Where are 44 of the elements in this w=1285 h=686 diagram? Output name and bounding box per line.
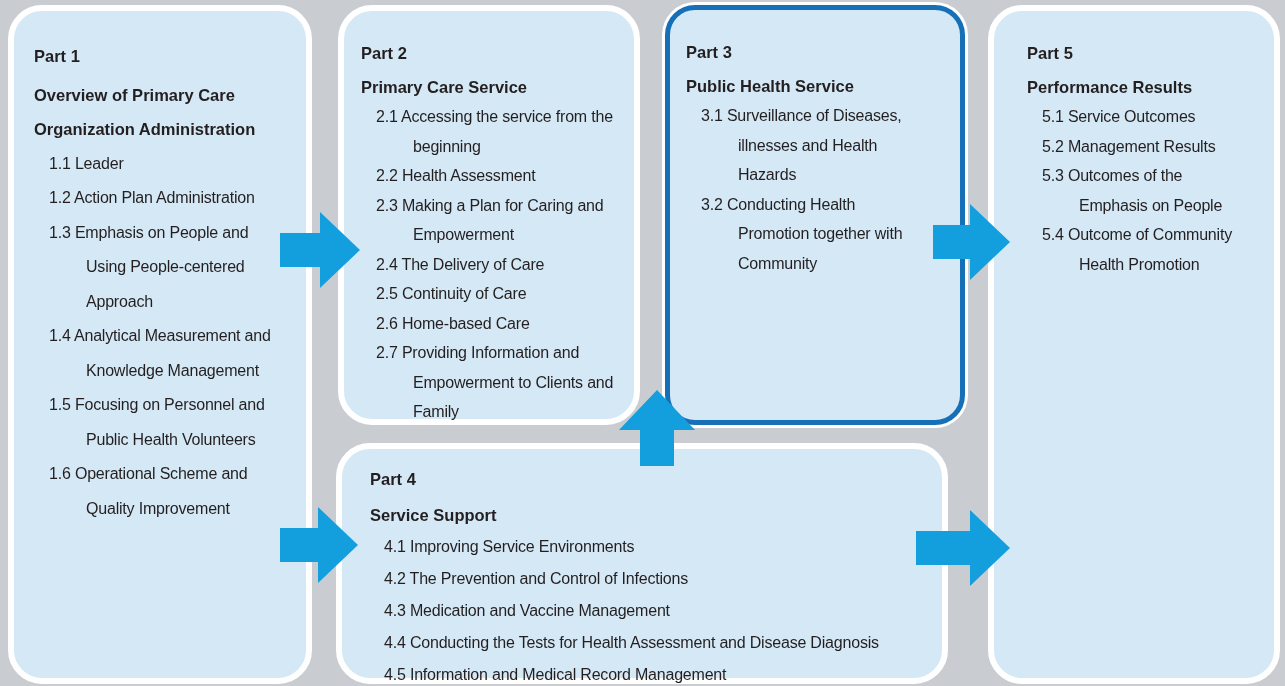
part-heading: Public Health Service (686, 75, 855, 97)
list-item: 1.2 Action Plan Administration (49, 188, 256, 208)
part-heading: Performance Results (1027, 76, 1194, 98)
part-panel (336, 443, 948, 684)
list-item: 2.3 Making a Plan for Caring and Empowerment (376, 195, 605, 245)
list-item: 4.2 The Prevention and Control of Infections (384, 569, 689, 589)
list-item: 3.1 Surveillance of Diseases, illnesses and Health Hazards (701, 106, 903, 185)
list-item: 1.1 Leader (49, 153, 125, 174)
list-item: 4.3 Medication and Vaccine Management (384, 601, 671, 621)
list-item: 5.2 Management Results (1042, 136, 1217, 157)
part-panel (338, 5, 640, 425)
list-item: 4.5 Information and Medical Record Management (384, 665, 728, 685)
list-item: 5.1 Service Outcomes (1042, 107, 1197, 127)
list-item: 1.4 Analytical Measurement and Knowledge Management (49, 326, 272, 381)
block-arrow (280, 212, 360, 288)
list-item: 3.2 Conducting Health Promotion together with Community (701, 194, 904, 274)
block-arrow (933, 204, 1010, 280)
list-item: 5.4 Outcome of Community Health Promotion (1042, 225, 1233, 275)
list-item: 1.3 Emphasis on People and Using People-centered Approach (49, 222, 250, 312)
block-arrow (619, 390, 695, 466)
part-number: Part 5 (1027, 43, 1074, 64)
block-arrow (280, 507, 358, 583)
part-number: Part 1 (34, 46, 81, 67)
part-heading: Primary Care Service (361, 76, 529, 98)
part-number: Part 4 (370, 469, 417, 490)
part-heading: Service Support (370, 505, 498, 526)
list-item: 2.5 Continuity of Care (376, 284, 528, 304)
block-arrow (916, 510, 1010, 586)
list-item: 1.6 Operational Scheme and Quality Improvement (49, 464, 249, 519)
part-heading: Overview of Primary Care Organization Administration (34, 84, 257, 140)
list-item: 2.7 Providing Information and Empowerment to Clients and Family (376, 343, 615, 422)
list-item: 5.3 Outcomes of the Emphasis on People (1042, 166, 1224, 216)
list-item: 2.2 Health Assessment (376, 166, 537, 186)
list-item: 2.4 The Delivery of Care (376, 254, 546, 275)
part-number: Part 3 (686, 42, 733, 63)
list-item: 4.1 Improving Service Environments (384, 537, 636, 557)
part-panel (665, 5, 965, 425)
part-panel (8, 5, 312, 684)
list-item: 1.5 Focusing on Personnel and Public Health Volunteers (49, 395, 266, 450)
list-item: 2.1 Accessing the service from the beginning (376, 107, 614, 157)
list-item: 2.6 Home-based Care (376, 313, 531, 334)
list-item: 4.4 Conducting the Tests for Health Assessment and Disease Diagnosis (384, 633, 880, 653)
part-number: Part 2 (361, 43, 408, 64)
part-panel (988, 5, 1280, 684)
